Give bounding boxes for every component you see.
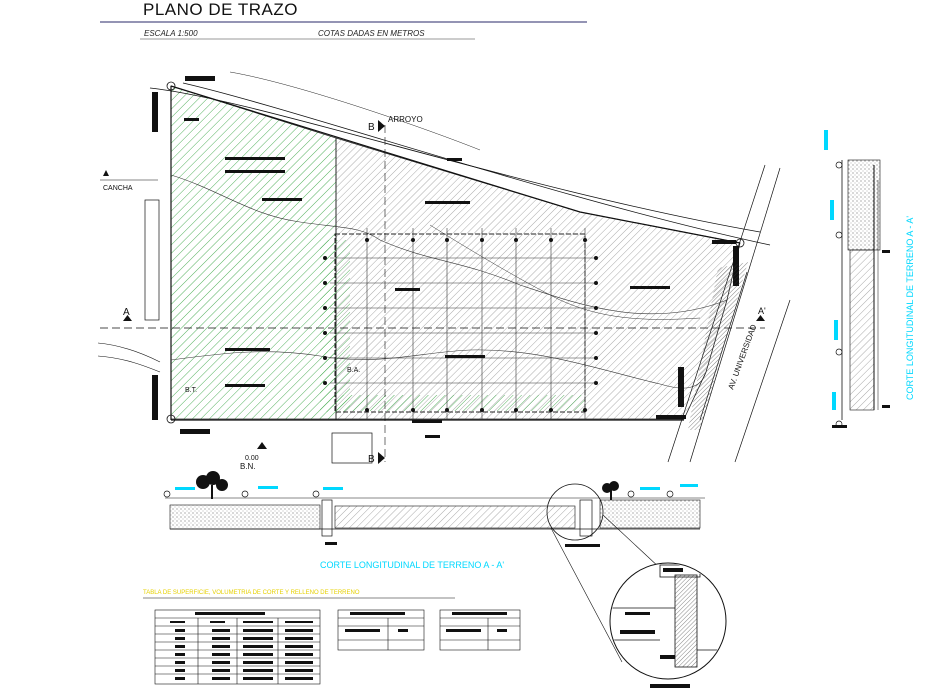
dimension-labels [184, 118, 670, 423]
vertical-section-level-marks [824, 130, 838, 410]
label-benchmark-value: 0.00 [245, 455, 259, 462]
lot-area-green [170, 85, 337, 420]
section-a-arrow [123, 315, 132, 321]
grid-markers [323, 238, 598, 412]
page-title: PLANO DE TRAZO [143, 0, 298, 19]
label-section-a: A [123, 307, 130, 318]
avenue-curb-hatch [688, 262, 748, 430]
contour-2 [170, 349, 707, 389]
units-note: COTAS DADAS EN METROS [318, 29, 425, 38]
label-ba: B.A. [347, 367, 360, 374]
cancha-marker [103, 170, 109, 176]
arroyo-edge-1 [149, 87, 761, 233]
label-section-a-prime: A' [758, 306, 766, 316]
north-boundary [170, 85, 741, 244]
label-avenue: AV. UNIVERSIDAD [726, 323, 758, 391]
surface-table-entries [170, 612, 313, 680]
arroyo-edge-2 [182, 82, 771, 246]
section-b-arrow-top [378, 120, 385, 132]
cancha-court [144, 199, 160, 321]
vertical-section-title: CORTE LONGITUDINAL DE TERRENO A - A' [905, 216, 915, 400]
west-path [97, 342, 161, 363]
contour-3 [429, 224, 701, 320]
contour-1 [170, 174, 728, 315]
label-bt: B.T. [185, 387, 197, 394]
structural-grid [330, 228, 595, 420]
contour-top [229, 71, 481, 151]
label-cancha: CANCHA [103, 185, 133, 192]
section-a-prime-arrow [756, 315, 765, 321]
surface-table [154, 609, 321, 685]
table-caption: TABLA DE SUPERFICIE, VOLUMETRIA DE CORTE… [143, 590, 360, 596]
label-benchmark-code: B.N. [240, 462, 256, 471]
vertical-section [824, 130, 890, 428]
detail-callout [546, 483, 604, 541]
small-structure [331, 432, 373, 464]
label-arroyo: ARROYO [388, 115, 423, 124]
longitudinal-section [163, 471, 706, 663]
volume-table-fill [439, 609, 521, 651]
benchmark-marker [257, 442, 267, 449]
pad-green-band [335, 395, 585, 411]
detail-enlargement [609, 562, 727, 688]
site-plan [97, 71, 791, 464]
scale-note: ESCALA 1:500 [144, 29, 198, 38]
volume-table-cut [337, 609, 425, 651]
label-section-b-bottom: B [368, 454, 375, 465]
longitudinal-section-title: CORTE LONGITUDINAL DE TERRENO A - A' [320, 560, 504, 570]
west-path-2 [97, 355, 161, 373]
section-b-arrow-bottom [378, 452, 385, 464]
label-section-b-top: B [368, 122, 375, 133]
